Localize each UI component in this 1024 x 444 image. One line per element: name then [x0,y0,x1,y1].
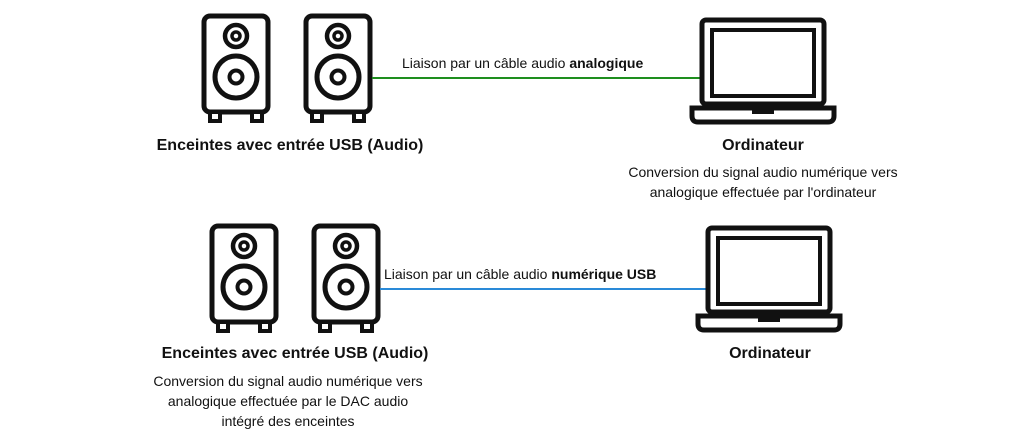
speaker-left-icon [208,222,280,334]
speakers-bottom-desc-line: analogique effectuée par le DAC audio [167,393,409,409]
digital-usb-cable-line [380,288,710,290]
speakers-bottom-desc-line: Conversion du signal audio numérique ver… [153,373,423,389]
digital-usb-cable-label: Liaison par un câble audio numérique USB [384,266,657,282]
speakers-bottom-label: Enceintes avec entrée USB (Audio) [161,345,429,362]
computer-bottom-label: Ordinateur [729,345,811,362]
speakers-bottom-description: Conversion du signal audio numérique ver… [118,371,458,431]
computer-top-label: Ordinateur [722,137,804,154]
speakers-bottom-desc-line: intégré des enceintes [221,413,355,429]
laptop-top-icon [688,16,838,126]
speakers-top-label: Enceintes avec entrée USB (Audio) [156,137,424,154]
laptop-bottom-icon [694,224,844,334]
analog-cable-label: Liaison par un câble audio analogique [402,55,644,71]
speaker-right-icon [310,222,382,334]
computer-top-description: Conversion du signal audio numérique ver… [593,162,933,202]
speaker-left-icon [200,12,272,124]
computer-top-desc-line: Conversion du signal audio numérique ver… [628,164,898,180]
speaker-right-icon [302,12,374,124]
analog-cable-line [372,77,702,79]
computer-top-desc-line: analogique effectuée par l'ordinateur [649,184,877,200]
